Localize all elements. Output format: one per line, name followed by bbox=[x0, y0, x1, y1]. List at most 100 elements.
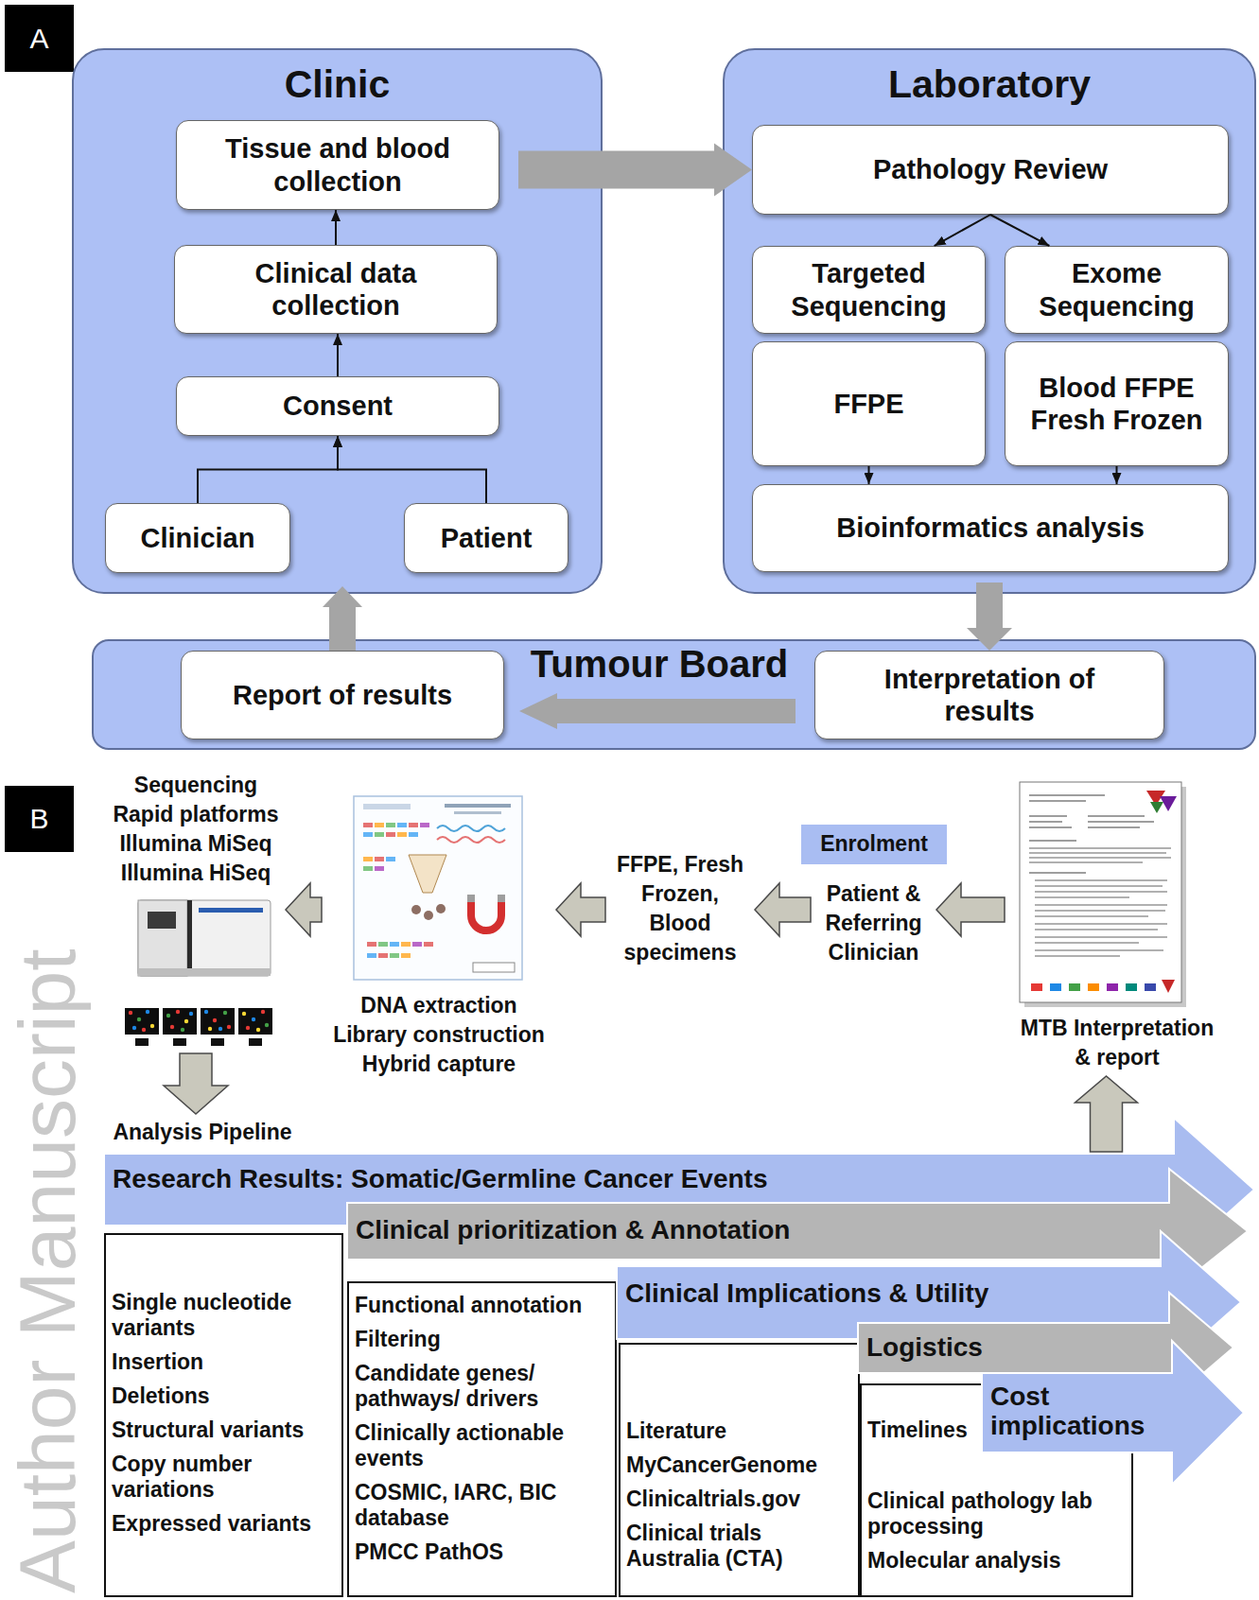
flow-arrow bbox=[337, 436, 487, 504]
workflow-step: MTB Interpretation & report bbox=[1008, 781, 1226, 1073]
hybrid-capture-illustration bbox=[374, 832, 385, 838]
sequencing-cycle-images bbox=[242, 1012, 246, 1016]
report-document-illustration bbox=[1031, 983, 1043, 992]
report-document-illustration bbox=[1029, 861, 1143, 864]
step-label: Patient & Referring Clinician bbox=[814, 879, 933, 968]
sequencing-cycle-images bbox=[135, 1038, 149, 1047]
workflow-step: Analysis Pipeline bbox=[102, 1118, 303, 1148]
tag-label: Enrolment bbox=[820, 832, 928, 857]
process-box: Pathology Review bbox=[751, 124, 1229, 215]
process-box: Patient bbox=[403, 503, 569, 574]
hybrid-capture-illustration bbox=[378, 953, 388, 959]
process-box: Bioinformatics analysis bbox=[751, 484, 1229, 573]
hybrid-capture-illustration bbox=[397, 822, 407, 828]
report-document-illustration bbox=[1034, 885, 1163, 888]
report-document-illustration bbox=[1034, 909, 1166, 912]
report-document-illustration bbox=[1034, 904, 1168, 907]
block-arrow bbox=[519, 693, 796, 730]
sequencing-cycle-images bbox=[248, 1038, 263, 1047]
panel-letter-box: B bbox=[4, 786, 74, 853]
box-label: FFPE bbox=[833, 387, 904, 420]
hybrid-capture-illustration bbox=[385, 832, 396, 838]
watermark-box: Author Manuscript bbox=[7, 948, 88, 1594]
step-label: Sequencing Rapid platforms Illumina MiSe… bbox=[109, 770, 282, 889]
report-document-illustration bbox=[1087, 826, 1140, 829]
list-item: Clinicaltrials.gov bbox=[626, 1486, 853, 1513]
block-arrow bbox=[754, 883, 811, 937]
list-item: MyCancerGenome bbox=[626, 1452, 853, 1479]
block-arrow bbox=[1075, 1076, 1138, 1153]
list-box: LiteratureMyCancerGenomeClinicaltrials.g… bbox=[618, 1343, 860, 1598]
flow-arrow bbox=[868, 466, 871, 485]
box-label: Patient bbox=[440, 522, 533, 555]
sequencing-cycle-images bbox=[256, 1028, 261, 1032]
report-document-illustration bbox=[1034, 955, 1120, 958]
panel-letter: A bbox=[29, 24, 49, 53]
band-heading: Tumour Board bbox=[504, 643, 815, 685]
hybrid-capture-illustration bbox=[436, 904, 446, 914]
list-item: Single nucleotide variants bbox=[111, 1290, 336, 1342]
sequencing-cycle-images bbox=[210, 1038, 225, 1047]
list-item: Filtering bbox=[354, 1327, 610, 1353]
hybrid-capture-illustration bbox=[467, 894, 475, 903]
list-item: Candidate genes/ pathways/ drivers bbox=[354, 1361, 610, 1413]
box-label: Consent bbox=[282, 389, 393, 422]
list-item: Clinically actionable events bbox=[354, 1420, 610, 1472]
block-arrow bbox=[518, 143, 752, 197]
sequencer-illustration bbox=[138, 968, 271, 977]
flow-arrow bbox=[1116, 466, 1119, 485]
box-label: Report of results bbox=[232, 679, 453, 712]
report-document-illustration bbox=[1029, 839, 1077, 842]
hybrid-capture-illustration bbox=[374, 822, 385, 828]
report-document-illustration bbox=[1150, 802, 1164, 814]
list-item: Clinical pathology lab processing bbox=[867, 1488, 1126, 1540]
laboratory-panel: LaboratoryPathology ReviewTargeted Seque… bbox=[722, 48, 1257, 595]
flow-arrow bbox=[197, 436, 338, 504]
list-item: PMCC PathOS bbox=[354, 1539, 610, 1566]
report-document-illustration bbox=[1034, 936, 1168, 939]
report-document-illustration bbox=[1029, 800, 1086, 803]
panel-heading: Clinic bbox=[73, 63, 601, 106]
report-document-illustration bbox=[1034, 923, 1168, 926]
list-item: Copy number variations bbox=[111, 1451, 336, 1504]
hybrid-capture-illustration bbox=[367, 953, 377, 959]
hybrid-capture-illustration bbox=[367, 942, 377, 947]
hybrid-capture-illustration bbox=[363, 832, 373, 838]
sequencing-cycle-images bbox=[150, 1024, 155, 1029]
process-box: Tissue and blood collection bbox=[175, 120, 500, 210]
report-document-illustration bbox=[1034, 891, 1168, 893]
band-label: Research Results: Somatic/Germline Cance… bbox=[112, 1164, 1255, 1194]
enrolment-tag: Enrolment bbox=[801, 824, 947, 865]
flow-arrow bbox=[990, 214, 1050, 246]
hybrid-capture-illustration bbox=[389, 942, 400, 947]
band-label: Clinical prioritization & Annotation bbox=[355, 1215, 1248, 1245]
sequencing-cycle-images bbox=[204, 1010, 209, 1015]
hybrid-capture-illustration bbox=[385, 856, 396, 862]
process-box: FFPE bbox=[751, 341, 986, 467]
report-document-illustration bbox=[1125, 983, 1137, 992]
sequencing-cycle-images bbox=[245, 1026, 250, 1031]
process-box: Exome Sequencing bbox=[1004, 245, 1229, 334]
hybrid-capture-illustration bbox=[363, 866, 373, 872]
box-label: Blood FFPE Fresh Frozen bbox=[1024, 371, 1209, 437]
sequencing-cycle-images bbox=[173, 1038, 187, 1047]
hybrid-capture-illustration bbox=[363, 856, 373, 862]
sequencing-cycle-images bbox=[208, 1027, 212, 1032]
sequencing-cycle-images bbox=[223, 1011, 228, 1015]
workflow-step: FFPE, Fresh Frozen, Blood specimens bbox=[609, 850, 752, 968]
list-item: Molecular analysis bbox=[867, 1548, 1126, 1574]
process-box: Blood FFPE Fresh Frozen bbox=[1004, 341, 1229, 467]
report-document-illustration bbox=[1029, 815, 1067, 818]
report-document-illustration bbox=[1161, 979, 1175, 994]
box-label: Targeted Sequencing bbox=[780, 257, 958, 322]
sequencing-cycle-images bbox=[261, 1010, 265, 1015]
report-document-illustration bbox=[1034, 928, 1158, 931]
report-document-illustration bbox=[1034, 879, 1168, 882]
box-label: Interpretation of results bbox=[842, 663, 1137, 728]
sequencing-cycle-images bbox=[264, 1023, 269, 1028]
hybrid-capture-illustration bbox=[363, 822, 373, 828]
hybrid-capture-illustration bbox=[423, 910, 434, 921]
hybrid-capture-illustration bbox=[353, 796, 523, 980]
hybrid-capture-illustration bbox=[408, 855, 447, 893]
hybrid-capture-illustration bbox=[408, 832, 419, 838]
